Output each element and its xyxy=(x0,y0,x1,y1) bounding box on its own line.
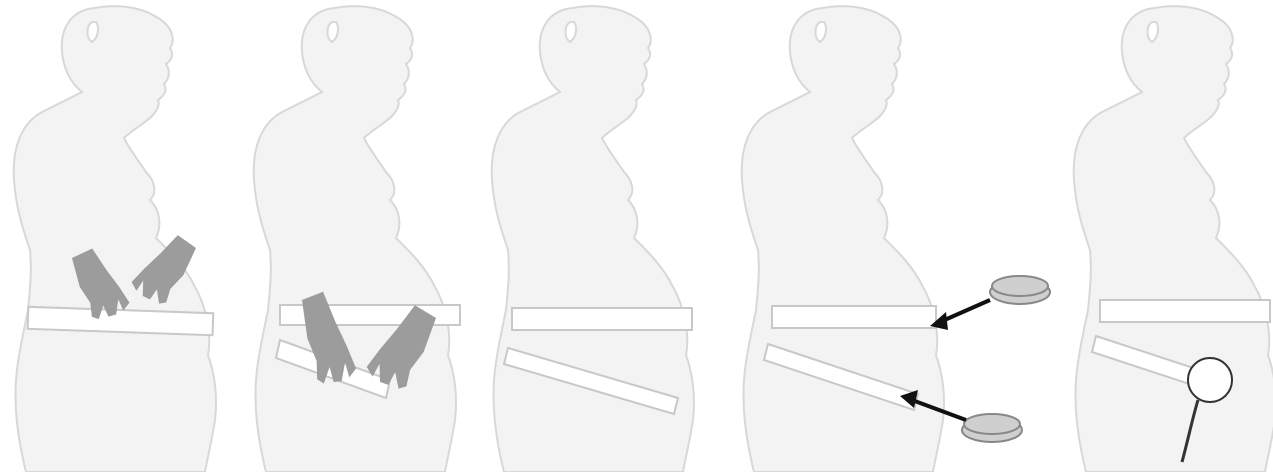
upper-belt xyxy=(1100,300,1270,322)
woman-silhouette xyxy=(14,6,216,472)
transducer-icon xyxy=(990,276,1050,304)
woman-silhouette xyxy=(1074,6,1273,472)
woman-silhouette xyxy=(254,6,456,472)
arrow-icon xyxy=(930,300,990,330)
panel-5-transducer-attached xyxy=(1074,6,1273,472)
panel-1-fasten-lower-belt xyxy=(14,6,216,472)
panel-2-position-upper-belt xyxy=(254,6,460,472)
transducer-icon xyxy=(962,414,1022,442)
transducer-disc-icon xyxy=(1188,358,1232,402)
panel-3-belts-in-place xyxy=(492,6,694,472)
upper-belt xyxy=(772,306,936,328)
panel-4-attach-transducers xyxy=(742,6,1050,472)
upper-belt xyxy=(512,308,692,330)
